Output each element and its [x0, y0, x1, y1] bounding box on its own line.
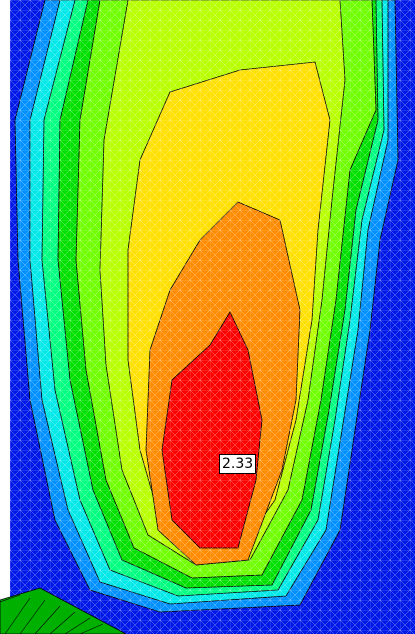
bottom-left-artifact [0, 587, 127, 634]
mesh-overlay [10, 0, 415, 634]
value-annotation: 2.33 [219, 454, 257, 474]
